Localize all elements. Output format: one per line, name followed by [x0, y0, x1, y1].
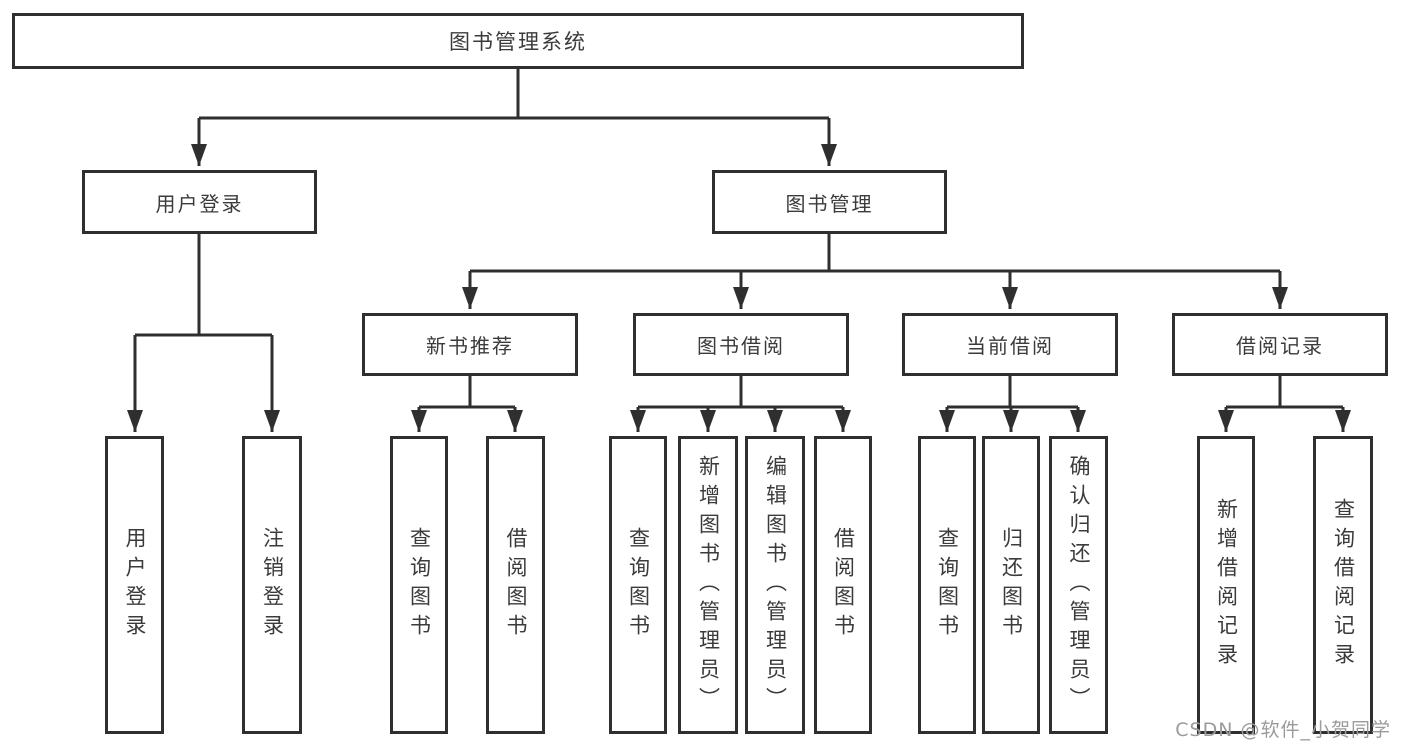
node-leaf-br-add-record: 新增借阅记录 — [1197, 436, 1255, 734]
node-new-book-recommend: 新书推荐 — [362, 313, 578, 376]
node-book-management: 图书管理 — [712, 170, 947, 234]
node-leaf-bb-edit-books-admin-label: 编辑图书（管理员） — [763, 454, 788, 716]
node-leaf-cb-confirm-return-admin: 确认归还（管理员） — [1049, 436, 1108, 734]
watermark: CSDN @软件_小贺同学 — [1175, 719, 1391, 741]
node-leaf-bb-borrow-books: 借阅图书 — [814, 436, 872, 734]
node-leaf-user-login: 用户登录 — [105, 436, 164, 734]
node-leaf-br-query-record-label: 查询借阅记录 — [1331, 498, 1356, 672]
node-root-label: 图书管理系统 — [449, 30, 587, 54]
node-user-login-branch-label: 用户登录 — [155, 191, 244, 216]
node-root: 图书管理系统 — [12, 13, 1024, 69]
node-leaf-cb-confirm-return-admin-label: 确认归还（管理员） — [1067, 454, 1091, 716]
node-leaf-bb-add-books-admin-label: 新增图书（管理员） — [696, 454, 721, 716]
node-leaf-bb-borrow-books-label: 借阅图书 — [831, 527, 856, 643]
node-leaf-cb-query-books-label: 查询图书 — [935, 527, 960, 643]
node-current-borrow: 当前借阅 — [902, 313, 1118, 376]
node-leaf-logout-label: 注销登录 — [260, 527, 285, 643]
node-leaf-br-add-record-label: 新增借阅记录 — [1214, 498, 1239, 672]
node-borrow-record: 借阅记录 — [1172, 313, 1388, 376]
node-leaf-user-login-label: 用户登录 — [123, 527, 147, 643]
node-leaf-bb-add-books-admin: 新增图书（管理员） — [678, 436, 738, 734]
node-leaf-cb-query-books: 查询图书 — [918, 436, 976, 734]
node-leaf-logout: 注销登录 — [242, 436, 302, 734]
node-book-borrow: 图书借阅 — [633, 313, 849, 376]
node-leaf-nb-borrow-books: 借阅图书 — [486, 436, 545, 734]
node-borrow-record-label: 借阅记录 — [1236, 334, 1324, 358]
node-book-management-label: 图书管理 — [785, 191, 874, 216]
node-leaf-bb-query-books: 查询图书 — [609, 436, 667, 734]
node-leaf-nb-borrow-books-label: 借阅图书 — [504, 527, 528, 643]
node-leaf-bb-query-books-label: 查询图书 — [626, 527, 651, 643]
node-leaf-bb-edit-books-admin: 编辑图书（管理员） — [745, 436, 805, 734]
node-leaf-cb-return-books: 归还图书 — [982, 436, 1040, 734]
node-book-borrow-label: 图书借阅 — [697, 334, 785, 358]
node-leaf-cb-return-books-label: 归还图书 — [999, 527, 1024, 643]
node-leaf-nb-query-books: 查询图书 — [390, 436, 448, 734]
node-leaf-nb-query-books-label: 查询图书 — [407, 527, 432, 643]
node-leaf-br-query-record: 查询借阅记录 — [1313, 436, 1373, 734]
node-user-login-branch: 用户登录 — [82, 170, 317, 234]
node-new-book-recommend-label: 新书推荐 — [426, 334, 514, 358]
node-current-borrow-label: 当前借阅 — [966, 334, 1054, 358]
